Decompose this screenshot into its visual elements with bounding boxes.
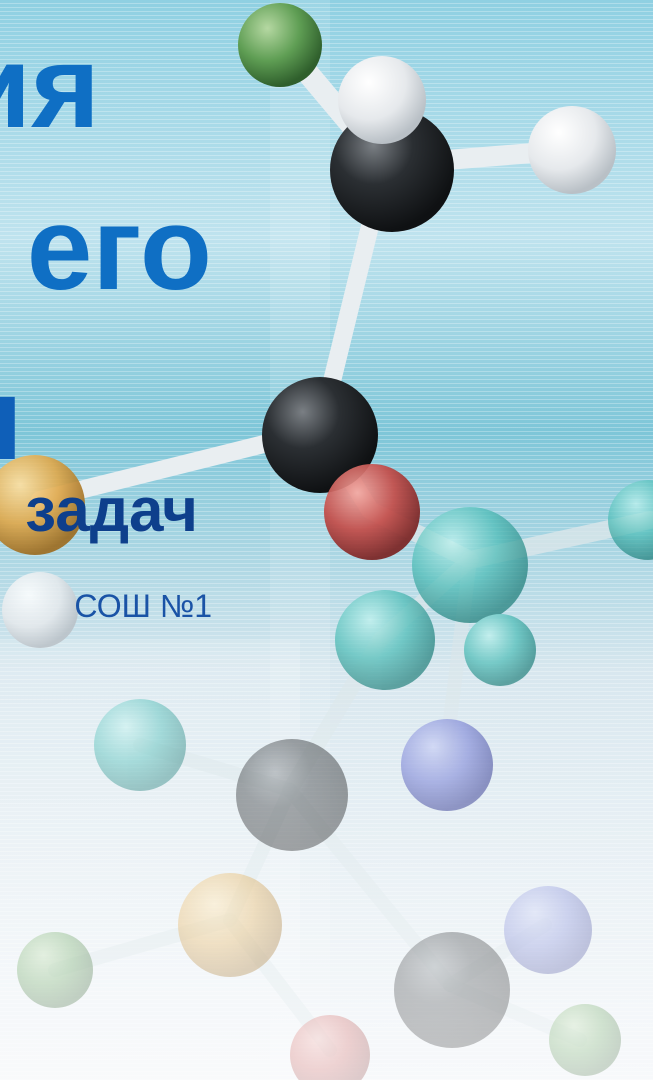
slide-author: СОШ №1	[74, 588, 212, 624]
slide-title-line-3: я	[0, 360, 23, 478]
slide-subtitle: задач	[25, 476, 198, 545]
slide-title-line-2: его	[26, 183, 212, 315]
slide-title-line-1: ия	[0, 21, 100, 153]
